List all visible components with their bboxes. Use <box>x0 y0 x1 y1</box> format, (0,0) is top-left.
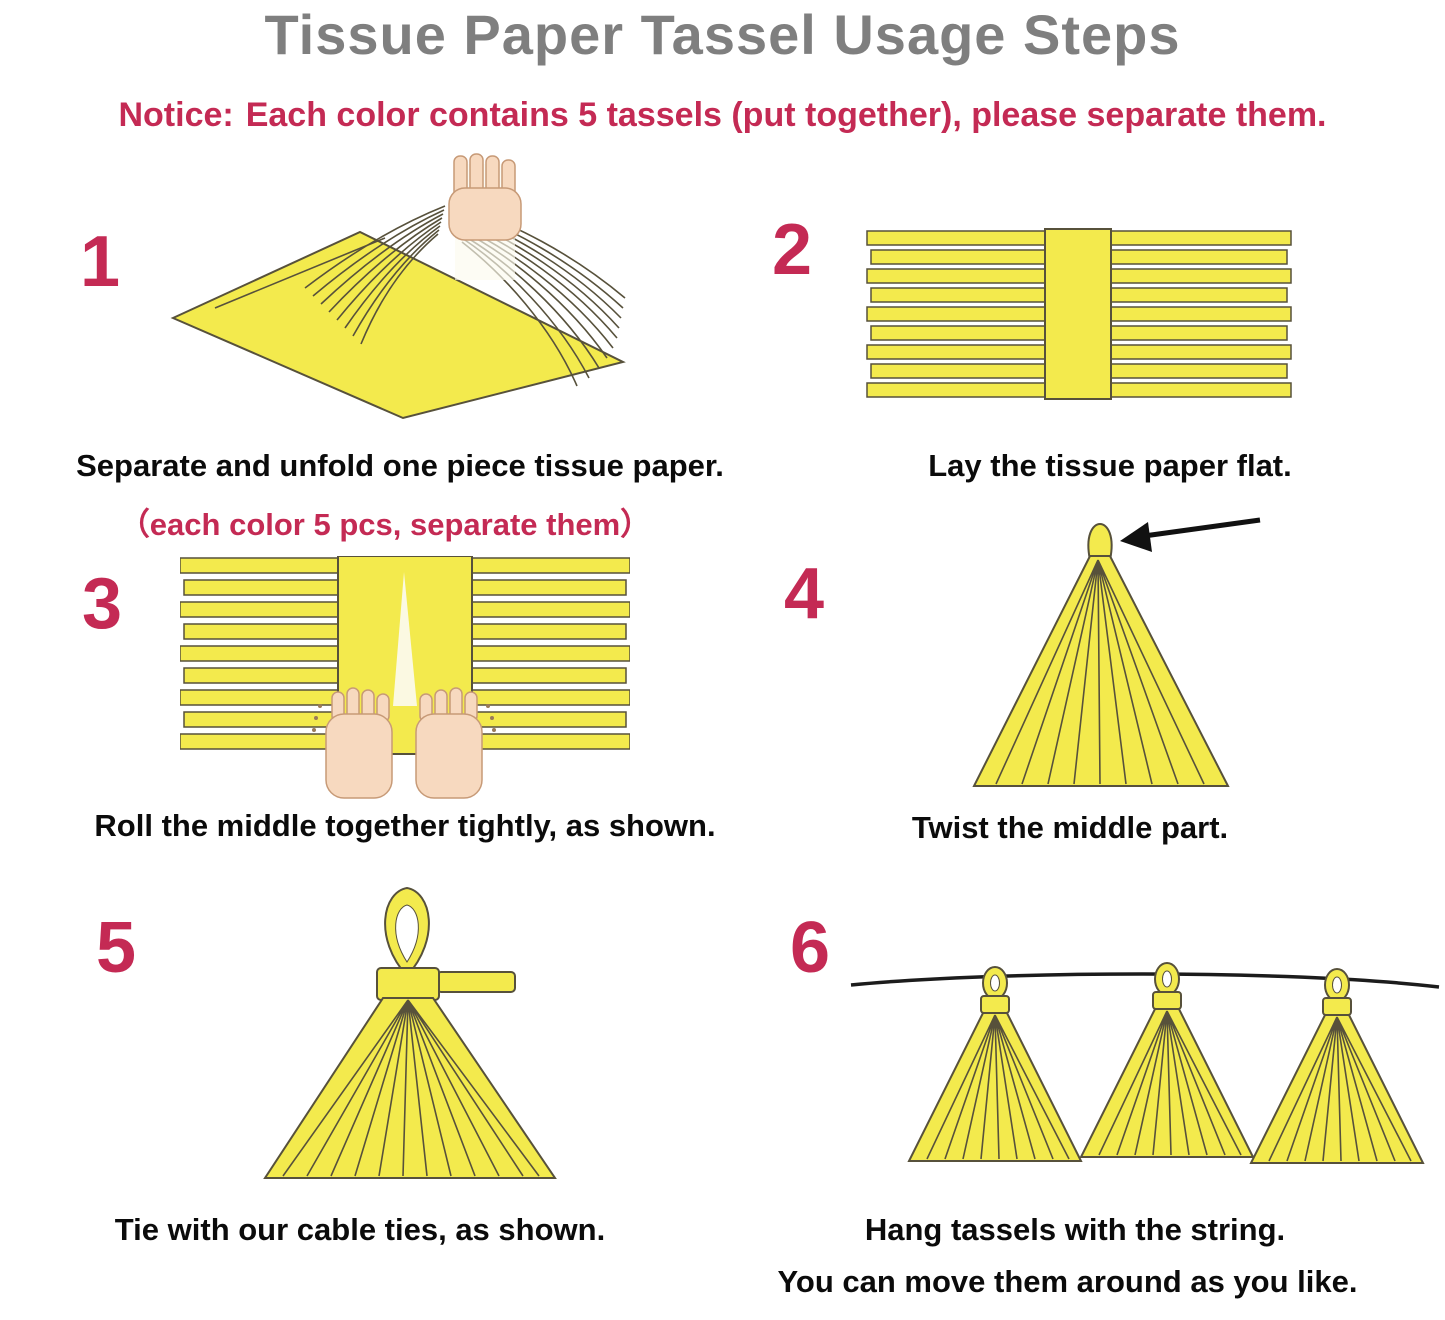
arrow-icon <box>1120 517 1261 552</box>
step-5-caption: Tie with our cable ties, as shown. <box>114 1212 606 1247</box>
step-5-illustration <box>263 886 557 1179</box>
step-3-number: 3 <box>82 564 123 644</box>
step-1-subcaption: （each color 5 pcs, separate them） <box>118 507 652 542</box>
flat-tissue-strips <box>180 556 630 755</box>
step-1-illustration <box>170 153 626 420</box>
page-title: Tissue Paper Tassel Usage Steps <box>264 3 1181 66</box>
step-4-number: 4 <box>784 554 825 634</box>
step-5-number: 5 <box>96 908 137 988</box>
twisted-tassel <box>972 523 1230 787</box>
step-4-caption: Twist the middle part. <box>911 810 1229 845</box>
hand-icon <box>448 153 522 241</box>
notice-text: Each color contains 5 tassels (put toget… <box>245 96 1327 134</box>
flat-tissue-strips <box>866 228 1292 400</box>
step-1-caption: Separate and unfold one piece tissue pap… <box>76 448 724 483</box>
notice-label: Notice: <box>118 96 234 134</box>
step-2-illustration <box>866 228 1292 400</box>
left-hand-icon <box>312 687 393 799</box>
step-3-illustration <box>180 556 630 799</box>
hanging-tassel-3 <box>1250 968 1424 1164</box>
right-hand-icon <box>415 687 496 799</box>
step-6-subcaption: You can move them around as you like. <box>777 1264 1358 1299</box>
string-line <box>850 972 1440 989</box>
notice: Notice: Each color contains 5 tassels (pu… <box>0 96 1445 135</box>
hanging-tassel-1 <box>908 966 1082 1162</box>
step-6-number: 6 <box>790 908 831 988</box>
tied-tassel <box>263 886 557 1179</box>
step-6-illustration <box>850 962 1440 1164</box>
step-4-illustration <box>972 517 1261 787</box>
step-1-number: 1 <box>80 222 121 302</box>
step-2-caption: Lay the tissue paper flat. <box>928 448 1292 483</box>
step-3-caption: Roll the middle together tightly, as sho… <box>94 808 716 843</box>
step-6-caption: Hang tassels with the string. <box>864 1212 1286 1247</box>
folded-tissue-sheet <box>170 230 626 420</box>
hanging-tassel-2 <box>1080 962 1254 1158</box>
step-2-number: 2 <box>772 210 813 290</box>
